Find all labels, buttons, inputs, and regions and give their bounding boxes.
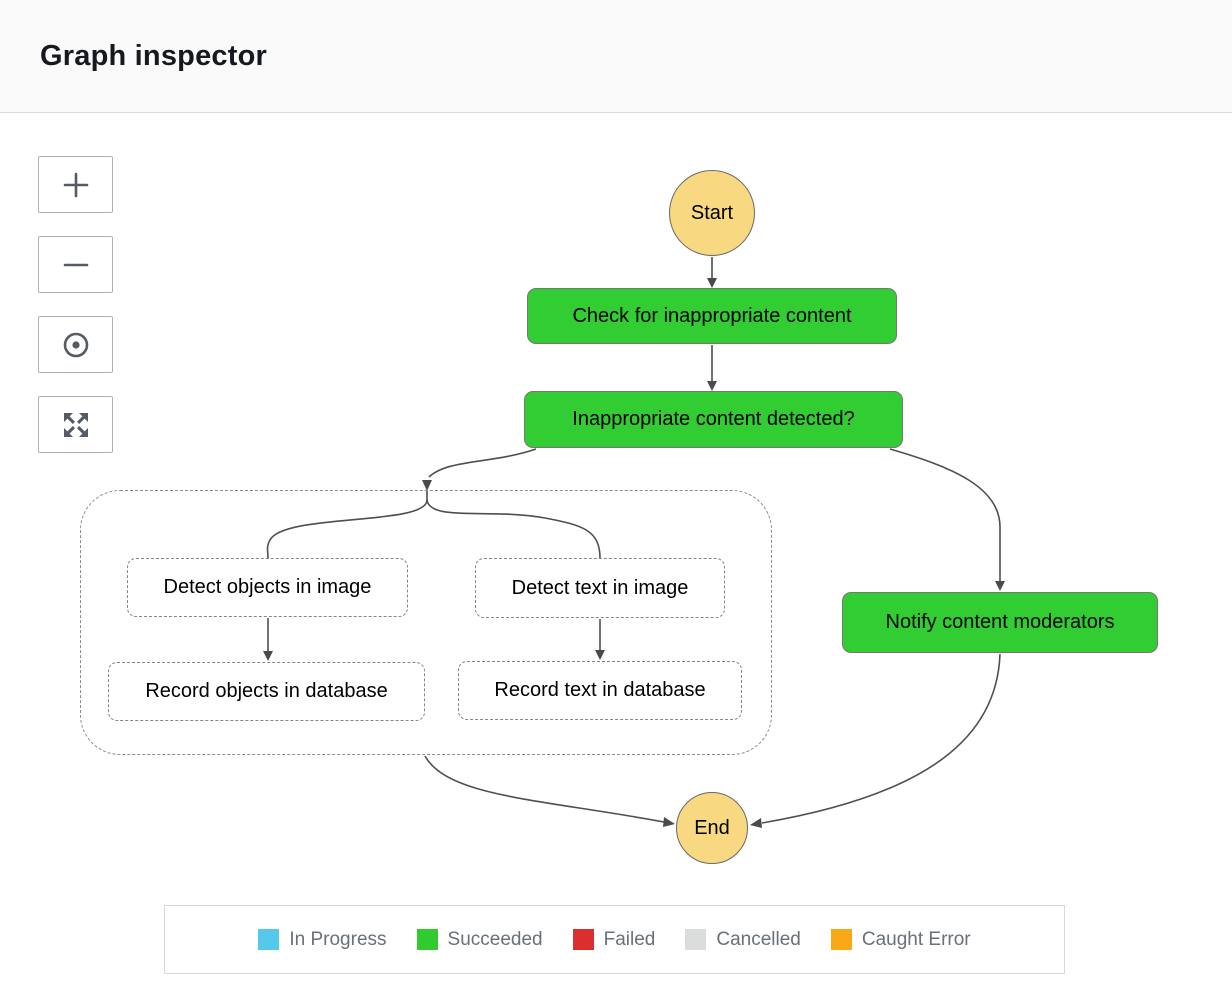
legend-item-in-progress: In Progress bbox=[258, 928, 387, 951]
node-label: Record objects in database bbox=[145, 680, 388, 702]
center-dot-icon bbox=[59, 328, 93, 362]
failed-swatch-icon bbox=[572, 929, 594, 950]
expand-arrows-icon bbox=[61, 410, 91, 440]
node-detect-text-in-image[interactable]: Detect text in image bbox=[475, 558, 725, 618]
center-graph-button[interactable] bbox=[38, 316, 113, 373]
legend-label: Succeeded bbox=[447, 928, 543, 950]
node-label: Inappropriate content detected? bbox=[572, 408, 855, 430]
panel-header: Graph inspector bbox=[0, 0, 1232, 113]
legend-label: In Progress bbox=[289, 928, 387, 950]
legend-item-cancelled: Cancelled bbox=[685, 929, 801, 951]
zoom-out-button[interactable] bbox=[38, 236, 113, 293]
plus-icon bbox=[59, 168, 93, 202]
caught-error-swatch-icon bbox=[830, 929, 852, 950]
node-start[interactable]: Start bbox=[669, 170, 755, 256]
minus-icon bbox=[59, 248, 93, 282]
node-label: Detect objects in image bbox=[163, 576, 372, 598]
zoom-in-button[interactable] bbox=[38, 156, 113, 213]
node-end[interactable]: End bbox=[676, 792, 748, 864]
succeeded-swatch-icon bbox=[416, 929, 438, 950]
legend-item-succeeded: Succeeded bbox=[416, 928, 543, 951]
node-record-text-in-database[interactable]: Record text in database bbox=[458, 661, 742, 720]
legend-label: Failed bbox=[603, 928, 656, 950]
node-label: Detect text in image bbox=[511, 576, 689, 599]
node-label: Start bbox=[690, 201, 734, 224]
node-record-objects-in-database[interactable]: Record objects in database bbox=[108, 662, 425, 721]
legend-item-failed: Failed bbox=[572, 928, 656, 951]
node-check-for-inappropriate-content[interactable]: Check for inappropriate content bbox=[527, 288, 897, 344]
node-detect-objects-in-image[interactable]: Detect objects in image bbox=[127, 558, 408, 617]
node-label: End bbox=[694, 816, 730, 839]
node-inappropriate-content-detected[interactable]: Inappropriate content detected? bbox=[524, 391, 903, 448]
legend-item-caught-error: Caught Error bbox=[830, 928, 971, 951]
fit-to-view-button[interactable] bbox=[38, 396, 113, 453]
status-legend: In Progress Succeeded Failed Cancelled C… bbox=[164, 905, 1065, 974]
legend-label: Caught Error bbox=[861, 928, 971, 950]
node-notify-content-moderators[interactable]: Notify content moderators bbox=[842, 592, 1158, 653]
legend-label: Cancelled bbox=[716, 928, 801, 950]
page-title: Graph inspector bbox=[40, 39, 267, 72]
cancelled-swatch-icon bbox=[685, 929, 707, 950]
node-label: Record text in database bbox=[494, 679, 706, 701]
node-label: Notify content moderators bbox=[885, 611, 1115, 633]
node-label: Check for inappropriate content bbox=[572, 304, 852, 327]
in-progress-swatch-icon bbox=[258, 929, 280, 950]
